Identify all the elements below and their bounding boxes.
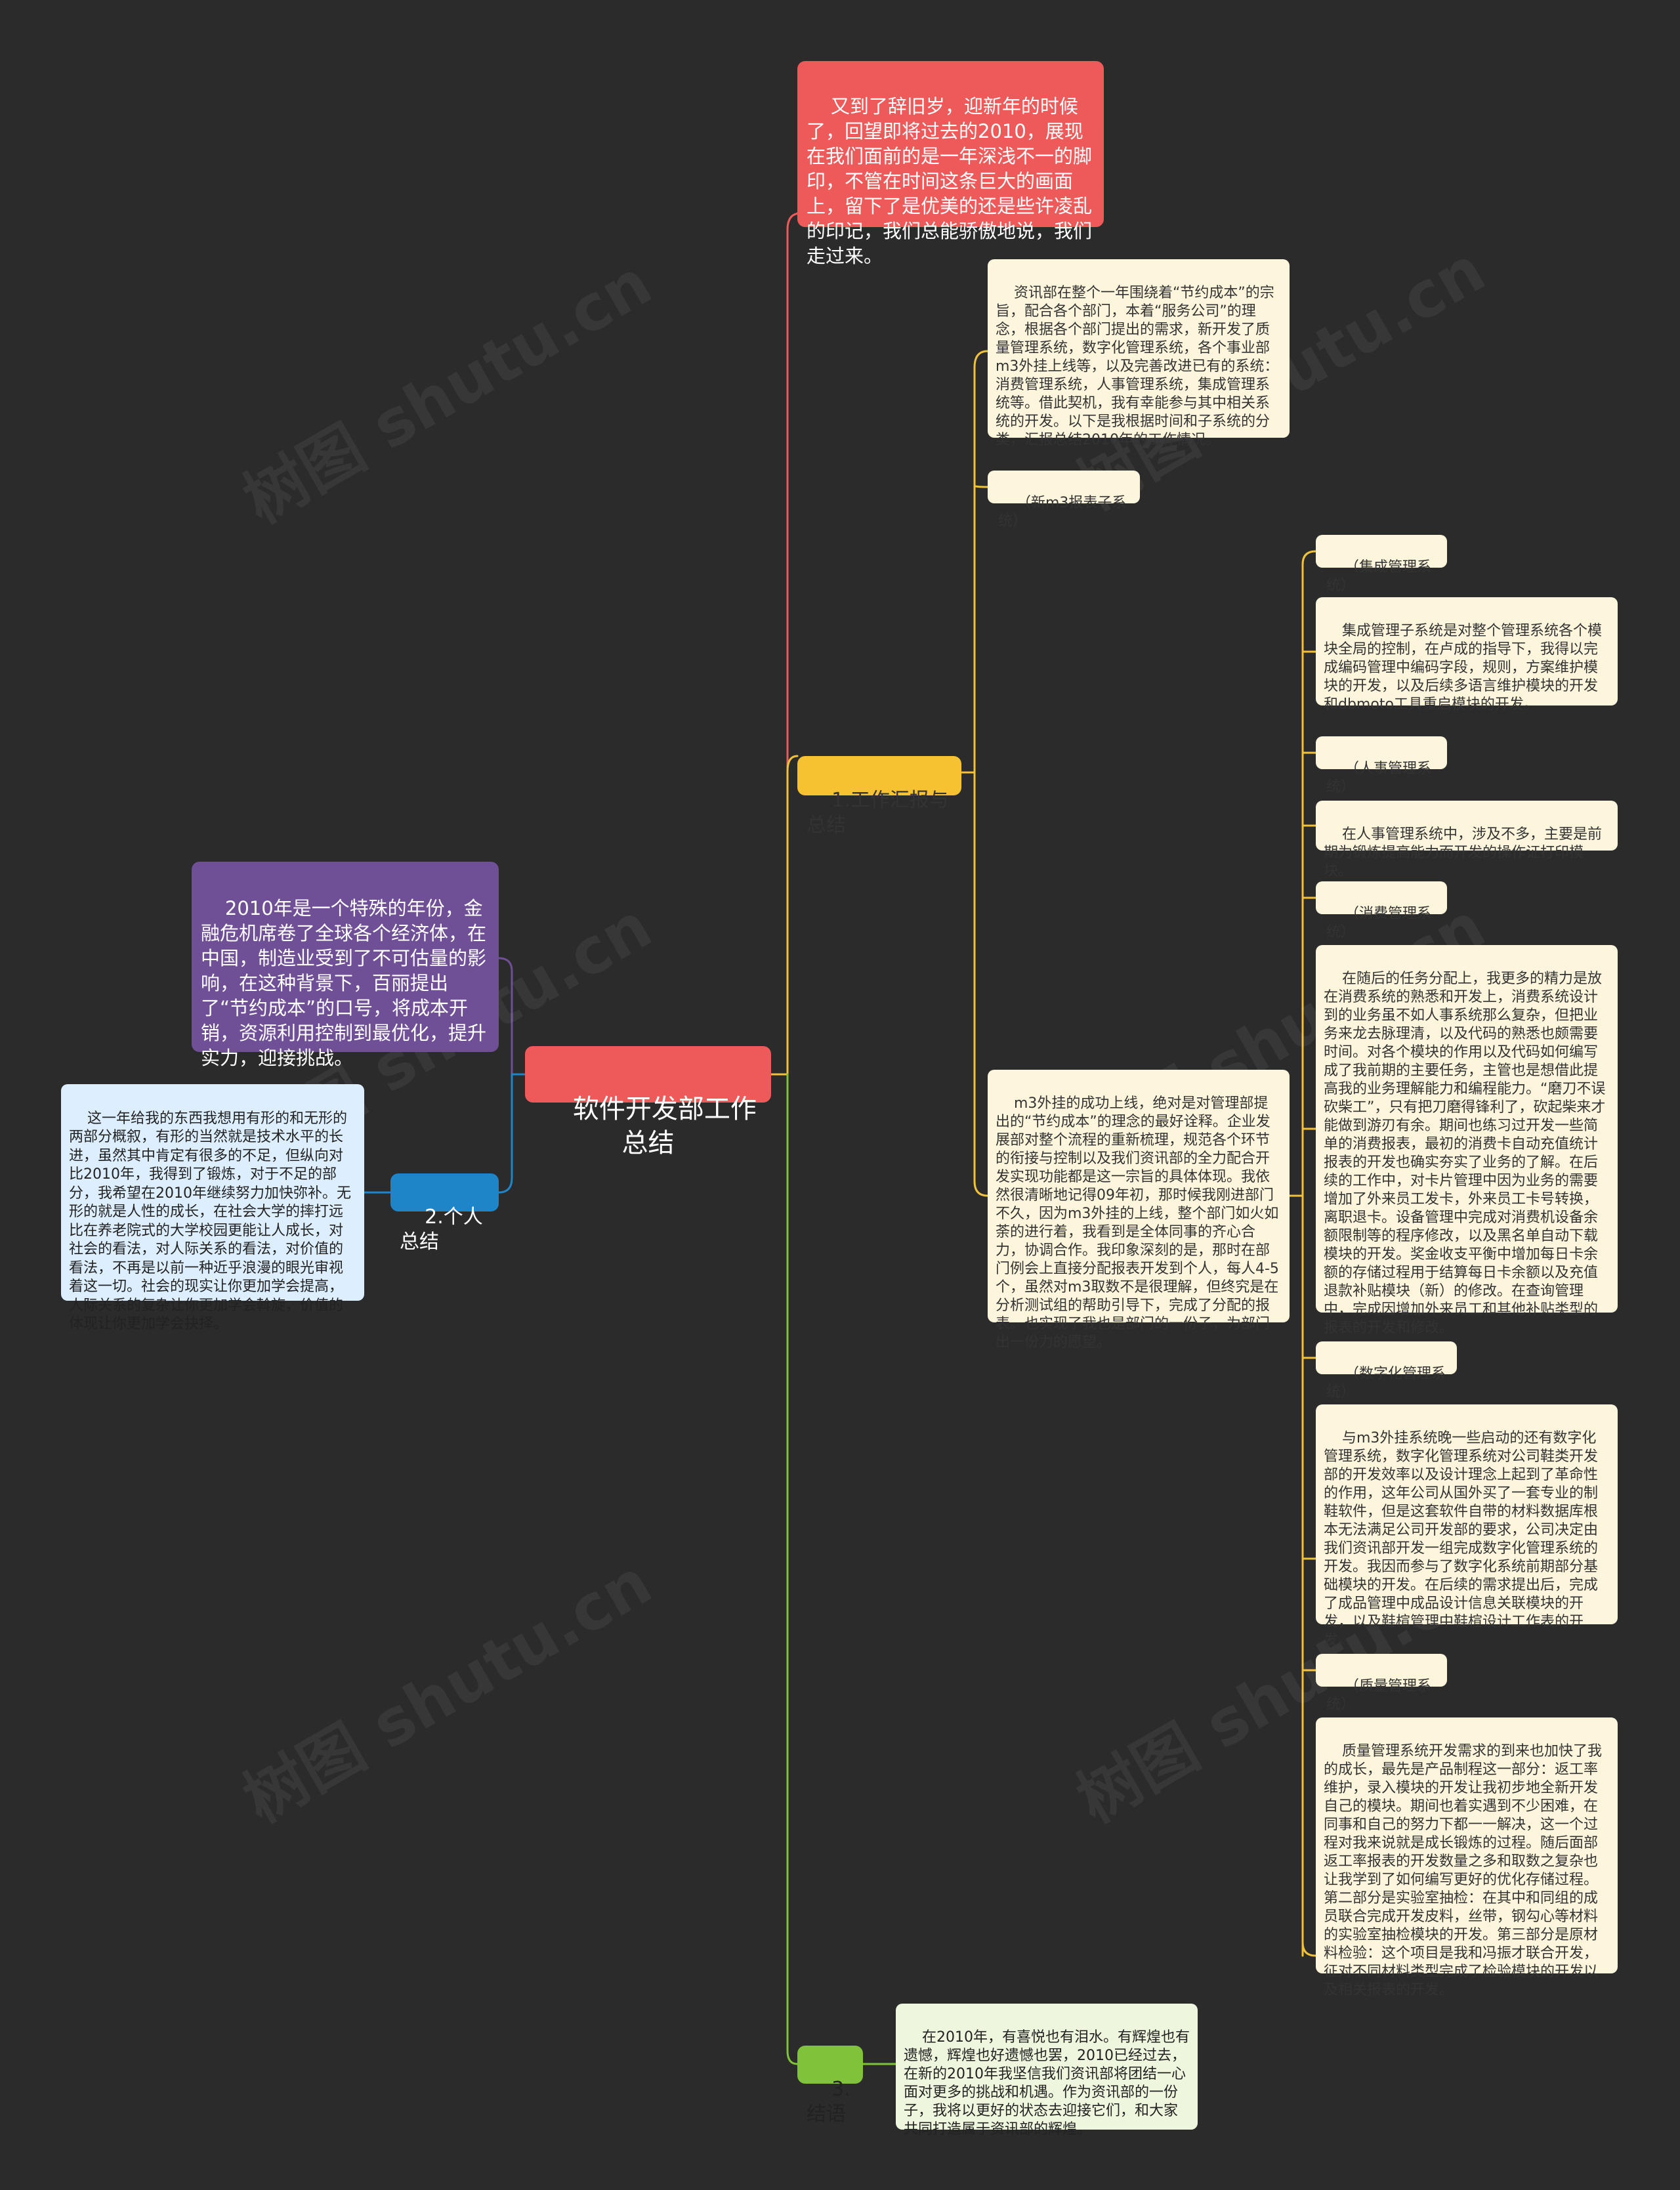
link-trunk-b3 [786, 1073, 799, 2065]
sub-label-hr[interactable]: （人事管理系统） [1316, 736, 1447, 795]
root-title: 软件开发部工作总结 [572, 1094, 757, 1158]
sub-label-digital[interactable]: （数字化管理系统） [1316, 1341, 1457, 1400]
sub-text-quality-content: 质量管理系统开发需求的到来也加快了我的成长，最先是产品制程这一部分：返工率维护，… [1324, 1743, 1602, 1998]
branch-work-report[interactable]: 1.工作汇报与总结 [797, 756, 961, 837]
background-node[interactable]: 2010年是一个特殊的年份，金融危机席卷了全球各个经济体，在中国，制造业受到了不… [192, 862, 499, 1069]
branch-personal-summary-label: 2.个人总结 [400, 1206, 483, 1253]
sub-label-consumption[interactable]: （消费管理系统） [1316, 881, 1447, 940]
m3-report-text: m3外挂的成功上线，绝对是对管理部提出的“节约成本”的理念的最好诠释。企业发展部… [996, 1095, 1279, 1351]
sub-label-consumption-text: （消费管理系统） [1326, 906, 1431, 940]
intro-text: 又到了辞旧岁，迎新年的时候了，回望即将过去的2010，展现在我们面前的是一年深浅… [807, 95, 1093, 267]
sub-text-digital-content: 与m3外挂系统晚一些启动的还有数字化管理系统，数字化管理系统对公司鞋类开发部的开… [1324, 1430, 1599, 1649]
m3-report-label[interactable]: （新m3报表子系统） [988, 471, 1140, 530]
sub-text-quality[interactable]: 质量管理系统开发需求的到来也加快了我的成长，最先是产品制程这一部分：返工率维护，… [1316, 1717, 1618, 1998]
sub-text-hr-content: 在人事管理系统中，涉及不多，主要是前期为锻炼提高能力而开发的操作证打印模块。 [1324, 826, 1602, 879]
sub-label-quality-text: （质量管理系统） [1326, 1678, 1431, 1713]
conclusion-text: 在2010年，有喜悦也有泪水。有辉煌也有遗憾，辉煌也好遗憾也罢，2010已经过去… [904, 2029, 1190, 2137]
conclusion-node[interactable]: 在2010年，有喜悦也有泪水。有辉煌也有遗憾，辉煌也好遗憾也罢，2010已经过去… [896, 2004, 1198, 2137]
work-summary-text: 资讯部在整个一年围绕着“节约成本”的宗旨，配合各个部门，本着“服务公司”的理念，… [996, 285, 1279, 448]
sub-label-digital-text: （数字化管理系统） [1326, 1366, 1446, 1400]
branch-work-report-label: 1.工作汇报与总结 [807, 789, 949, 837]
personal-summary-node[interactable]: 这一年给我的东西我想用有形的和无形的两部分概叙，有形的当然就是技术水平的长进，虽… [61, 1084, 364, 1332]
m3-report-label-text: （新m3报表子系统） [998, 495, 1127, 530]
m3-report-node[interactable]: m3外挂的成功上线，绝对是对管理部提出的“节约成本”的理念的最好诠释。企业发展部… [988, 1070, 1290, 1351]
link-b1-summary [973, 350, 989, 774]
background-text: 2010年是一个特殊的年份，金融危机席卷了全球各个经济体，在中国，制造业受到了不… [201, 897, 487, 1069]
sub-text-hr[interactable]: 在人事管理系统中，涉及不多，主要是前期为锻炼提高能力而开发的操作证打印模块。 [1316, 801, 1618, 879]
root-node[interactable]: 软件开发部工作总结 [525, 1046, 771, 1158]
branch-personal-summary[interactable]: 2.个人总结 [390, 1173, 499, 1253]
personal-summary-text: 这一年给我的东西我想用有形的和无形的两部分概叙，有形的当然就是技术水平的长进，虽… [69, 1110, 351, 1333]
link-trunk-intro [786, 212, 801, 1076]
sub-text-integration[interactable]: 集成管理子系统是对整个管理系统各个模块全局的控制，在卢成的指导下，我得以完成编码… [1316, 597, 1618, 713]
link-left-b2 [497, 1073, 513, 1194]
link-left-purple [497, 957, 513, 1076]
sub-label-integration-text: （集成管理系统） [1326, 559, 1431, 594]
sub-text-consumption-content: 在随后的任务分配上，我更多的精力是放在消费系统的熟悉和开发上，消费系统设计到的业… [1324, 971, 1606, 1336]
sub-label-quality[interactable]: （质量管理系统） [1316, 1654, 1447, 1713]
sub-text-digital[interactable]: 与m3外挂系统晚一些启动的还有数字化管理系统，数字化管理系统对公司鞋类开发部的开… [1316, 1404, 1618, 1649]
sub-text-integration-content: 集成管理子系统是对整个管理系统各个模块全局的控制，在卢成的指导下，我得以完成编码… [1324, 623, 1602, 713]
link-b1-m3label [973, 484, 989, 488]
link-trunk-b1 [786, 755, 799, 1076]
intro-node[interactable]: 又到了辞旧岁，迎新年的时候了，回望即将过去的2010，展现在我们面前的是一年深浅… [797, 61, 1104, 267]
sub-label-hr-text: （人事管理系统） [1326, 761, 1431, 795]
link-sub-4t [1301, 1941, 1317, 1957]
link-b1-m3text [973, 771, 989, 1197]
work-summary-node[interactable]: 资讯部在整个一年围绕着“节约成本”的宗旨，配合各个部门，本着“服务公司”的理念，… [988, 259, 1290, 448]
branch-conclusion[interactable]: 3.结语 [797, 2046, 863, 2126]
link-sub-0l [1301, 550, 1317, 566]
sub-text-consumption[interactable]: 在随后的任务分配上，我更多的精力是放在消费系统的熟悉和开发上，消费系统设计到的业… [1316, 945, 1618, 1336]
branch-conclusion-label: 3.结语 [807, 2078, 850, 2126]
sub-label-integration[interactable]: （集成管理系统） [1316, 535, 1447, 594]
